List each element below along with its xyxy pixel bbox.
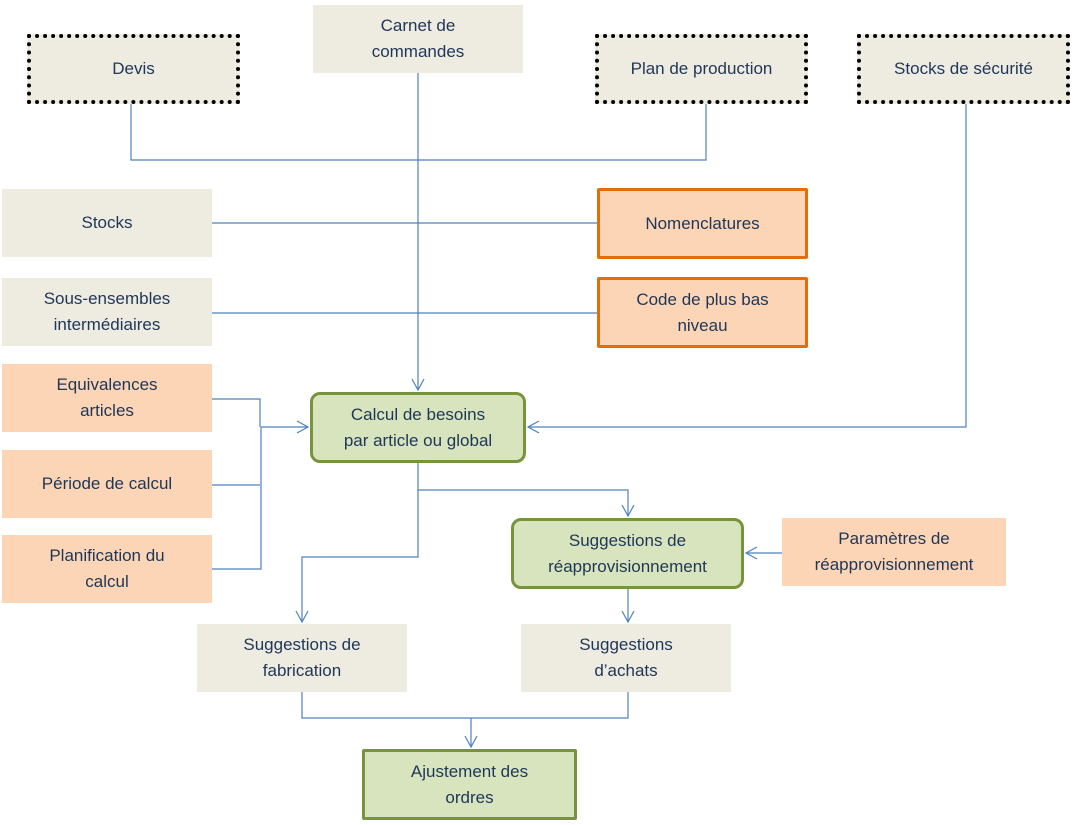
edge-planification xyxy=(212,427,262,570)
node-suggestions-achats-label: Suggestions d’achats xyxy=(579,635,673,680)
node-suggestions-achats: Suggestions d’achats xyxy=(521,624,731,692)
edge-securite-calcul xyxy=(526,104,967,434)
node-ajustement-des-ordres: Ajustement des ordres xyxy=(362,749,577,820)
node-suggestions-fabrication-label: Suggestions de fabrication xyxy=(243,635,361,680)
node-nomenclatures: Nomenclatures xyxy=(597,188,808,259)
edge-fabrication-achats-join xyxy=(301,692,629,719)
node-carnet-de-commandes: Carnet de commandes xyxy=(313,5,523,73)
node-nomenclatures-label: Nomenclatures xyxy=(645,213,760,233)
node-periode-de-calcul: Période de calcul xyxy=(2,450,212,518)
node-stocks: Stocks xyxy=(2,189,212,257)
node-code-bas-niveau-label: Code de plus bas niveau xyxy=(636,289,769,335)
node-sous-ensembles: Sous-ensembles intermédiaires xyxy=(2,278,212,346)
node-parametres-label: Paramètres de réapprovisionnement xyxy=(814,529,974,574)
node-suggestions-reapprovisionnement: Suggestions de réapprovisionnement xyxy=(511,518,744,589)
edge-equivalences xyxy=(212,398,261,427)
node-stocks-label: Stocks xyxy=(81,213,133,232)
node-equivalences-label: Equivalences articles xyxy=(56,375,158,420)
edge-calcul-fabrication xyxy=(295,490,419,624)
node-calcul-label: Calcul de besoins par article ou global xyxy=(343,404,493,450)
node-stocks-de-securite: Stocks de sécurité xyxy=(857,34,1070,104)
node-suggestions-fabrication: Suggestions de fabrication xyxy=(197,624,407,692)
node-stocks-securite-label: Stocks de sécurité xyxy=(894,59,1033,78)
node-devis: Devis xyxy=(27,34,240,104)
node-calcul-de-besoins: Calcul de besoins par article ou global xyxy=(310,392,526,463)
node-parametres-reapprovisionnement: Paramètres de réapprovisionnement xyxy=(782,518,1006,586)
node-ajustement-label: Ajustement des ordres xyxy=(410,761,529,807)
node-planification-du-calcul: Planification du calcul xyxy=(2,535,212,603)
node-devis-label: Devis xyxy=(112,59,155,78)
node-periode-label: Période de calcul xyxy=(41,474,173,493)
node-carnet-label: Carnet de commandes xyxy=(371,16,465,61)
edge-calcul-reappro xyxy=(417,462,635,518)
node-planification-label: Planification du calcul xyxy=(49,546,165,591)
edge-devis-plan-join xyxy=(130,104,707,161)
node-plan-production-label: Plan de production xyxy=(630,59,773,78)
node-equivalences-articles: Equivalences articles xyxy=(2,364,212,432)
node-suggestions-reappro-label: Suggestions de réapprovisionnement xyxy=(548,530,707,576)
node-code-bas-niveau: Code de plus bas niveau xyxy=(597,277,808,348)
node-plan-de-production: Plan de production xyxy=(595,34,808,104)
node-sous-ensembles-label: Sous-ensembles intermédiaires xyxy=(43,289,171,334)
